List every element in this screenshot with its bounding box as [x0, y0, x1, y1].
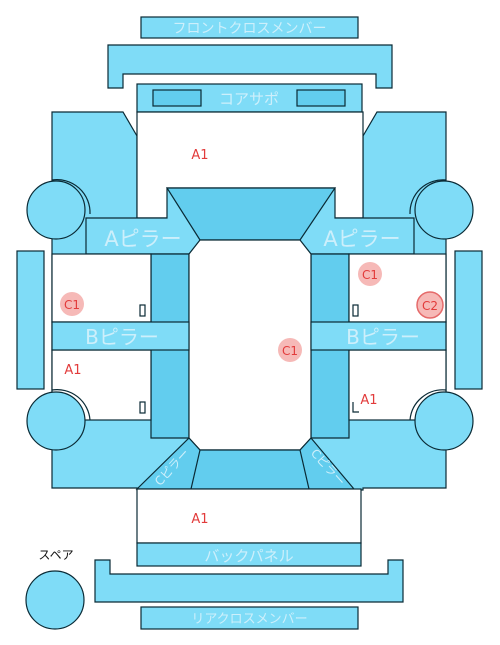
- damage-marker-center-c1[interactable]: C1: [278, 338, 302, 362]
- svg-text:C1: C1: [362, 268, 378, 282]
- trunk-opening: [136, 488, 362, 544]
- a-pillar-right-label: Aピラー: [323, 227, 400, 251]
- rear-left-fender-arc: [51, 389, 91, 421]
- damage-mark-right-a1: A1: [360, 393, 377, 408]
- core-support[interactable]: コアサポ: [136, 83, 363, 113]
- rear-right-fender-arc: [409, 389, 447, 421]
- damage-marker-right-top-c1[interactable]: C1: [358, 262, 382, 286]
- rear-right-tire[interactable]: [414, 391, 474, 451]
- b-pillar-right[interactable]: [310, 321, 447, 351]
- latch-front-left: [139, 304, 146, 317]
- c-pillar-left-edge: [190, 449, 201, 490]
- latch-rear-right: [352, 402, 359, 413]
- c-pillar-right-edge: [299, 449, 310, 490]
- front-right-tire[interactable]: [414, 180, 474, 240]
- front-left-tire[interactable]: [26, 180, 86, 240]
- damage-mark-rear-a1: A1: [191, 512, 208, 527]
- svg-text:C1: C1: [282, 344, 298, 358]
- core-support-right-slot: [296, 89, 346, 107]
- back-panel[interactable]: バックパネル: [136, 542, 362, 567]
- a-pillar-left-label: Aピラー: [104, 227, 181, 251]
- damage-marker-right-c2[interactable]: C2: [416, 291, 444, 319]
- front-left-fender-arc: [51, 179, 91, 215]
- left-side-skirt[interactable]: [16, 250, 45, 390]
- front-right-fender-arc: [409, 179, 447, 215]
- rear-bumper-bracket[interactable]: [94, 559, 404, 603]
- svg-text:C1: C1: [64, 298, 80, 312]
- rear-cross-member-label: リアクロスメンバー: [191, 612, 307, 627]
- b-pillar-left-label: Bピラー: [85, 325, 159, 349]
- spare-label: スペア: [38, 548, 73, 562]
- core-support-left-slot: [152, 89, 202, 107]
- b-pillar-right-label: Bピラー: [346, 325, 420, 349]
- svg-text:C2: C2: [422, 299, 438, 313]
- core-support-label: コアサポ: [219, 90, 279, 108]
- front-bumper-bracket[interactable]: [107, 44, 393, 89]
- spare-tire[interactable]: スペア: [25, 548, 85, 630]
- front-cross-member[interactable]: フロントクロスメンバー: [140, 16, 359, 39]
- damage-mark-front-a1: A1: [191, 148, 208, 163]
- latch-rear-left: [139, 401, 146, 414]
- latch-front-right: [352, 304, 359, 317]
- right-side-skirt[interactable]: [454, 250, 483, 390]
- front-cross-member-label: フロントクロスメンバー: [173, 21, 327, 37]
- damage-marker-left-c1[interactable]: C1: [60, 292, 84, 316]
- rear-left-tire[interactable]: [26, 391, 86, 451]
- damage-mark-left-a1: A1: [64, 363, 81, 378]
- back-panel-label: バックパネル: [204, 547, 293, 565]
- b-pillar-left[interactable]: [51, 321, 190, 351]
- spare-tire-circle: [25, 570, 85, 630]
- rear-cross-member[interactable]: リアクロスメンバー: [140, 606, 359, 630]
